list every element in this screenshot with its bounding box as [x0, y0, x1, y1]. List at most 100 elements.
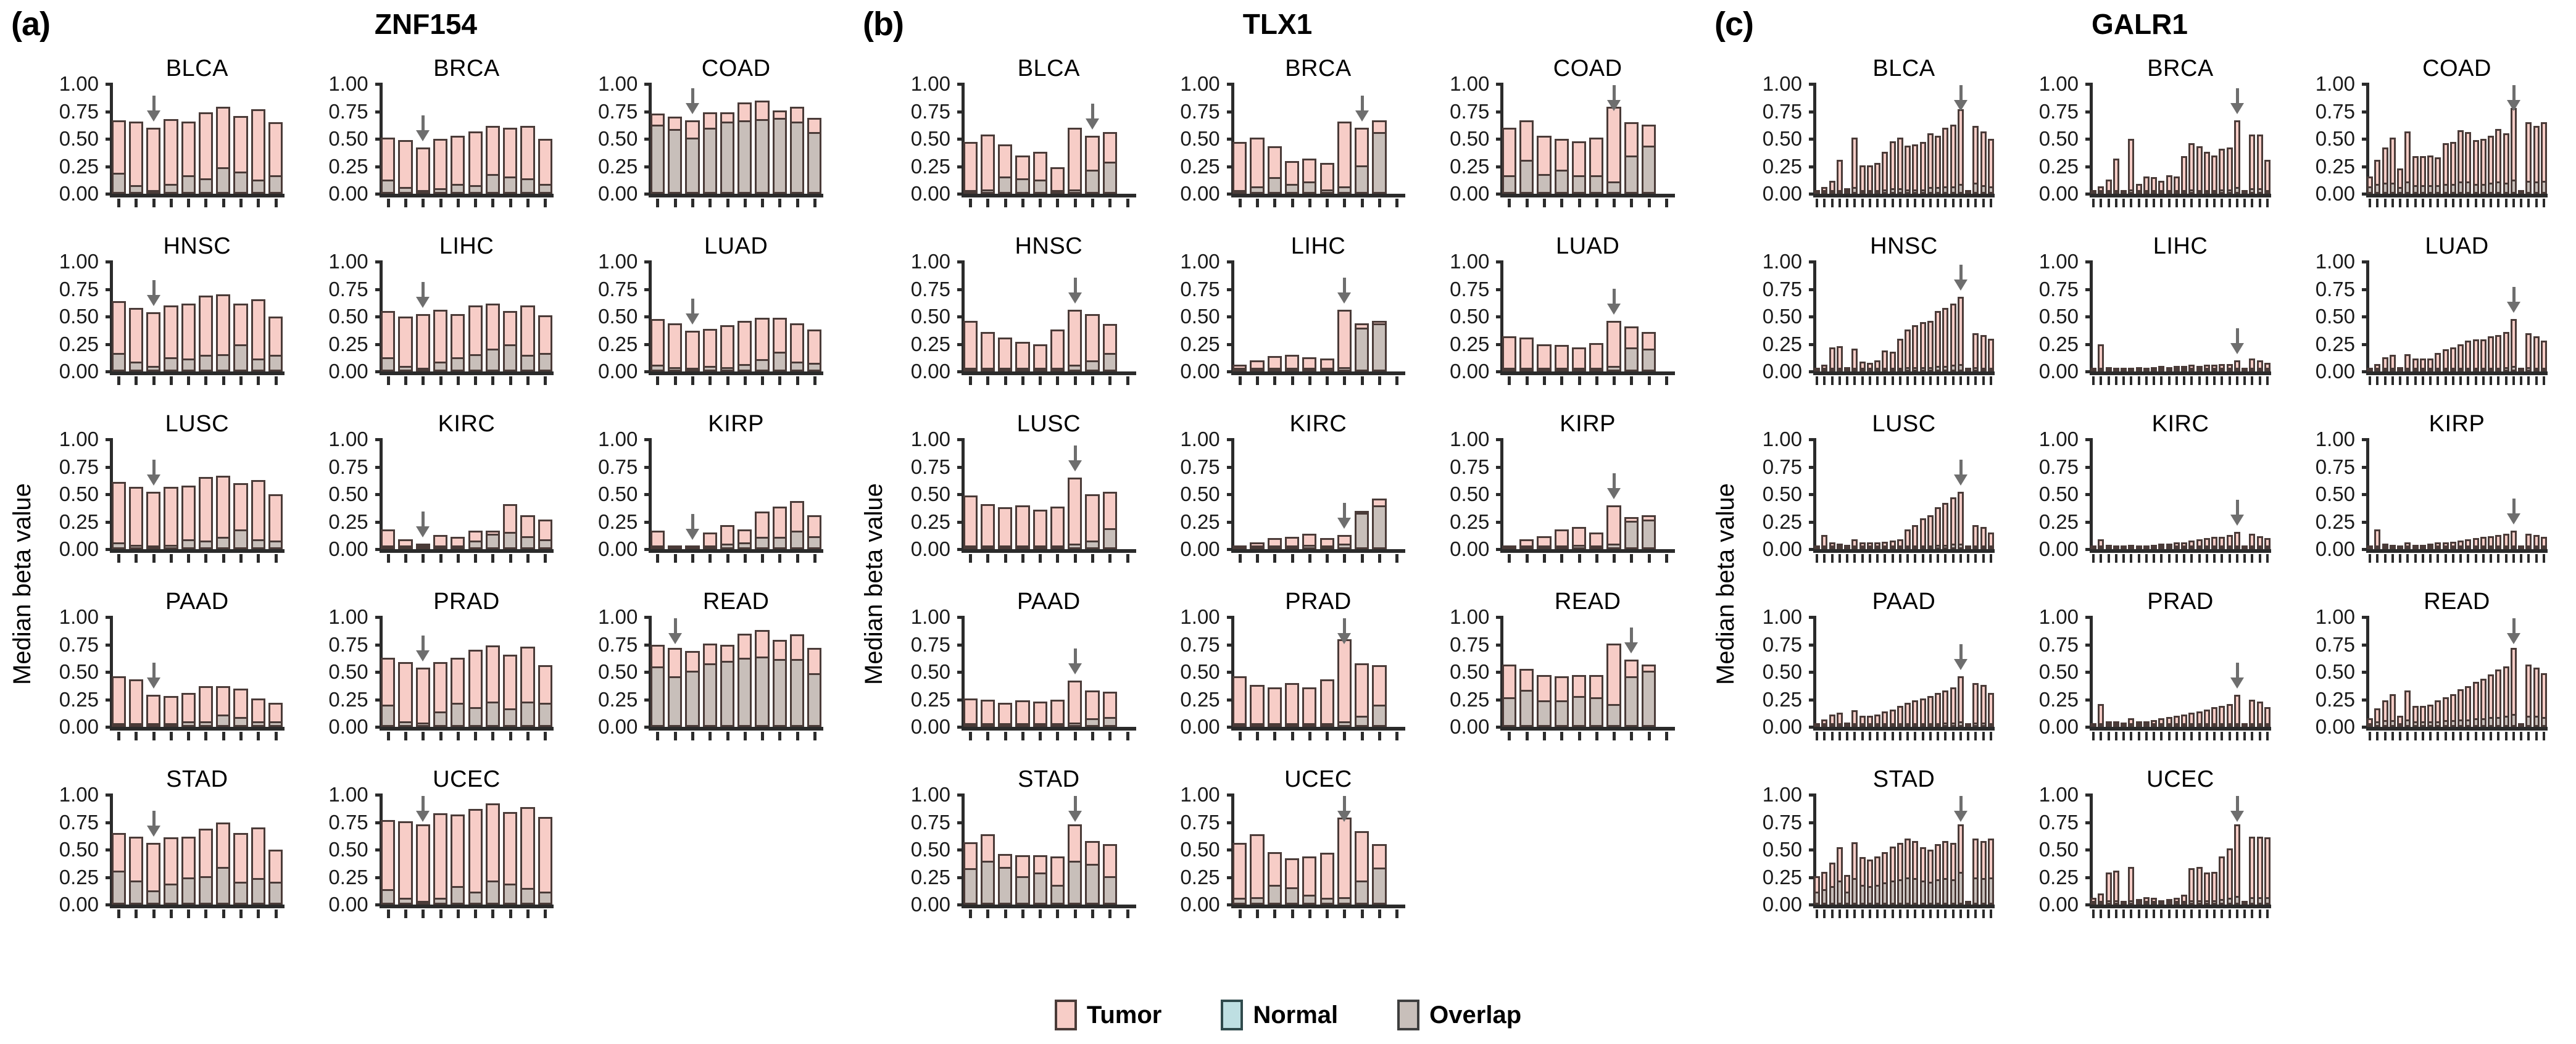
bar-segment-overlap: [538, 891, 552, 905]
x-tick: [1898, 554, 1901, 563]
x-tick: [2221, 199, 2224, 207]
bar-segment-overlap: [2412, 721, 2419, 727]
bar-segment-overlap: [2151, 545, 2158, 549]
bar: [2264, 362, 2271, 371]
bar: [2419, 156, 2426, 194]
bar-segment-overlap: [1372, 323, 1387, 371]
bar-segment-overlap: [2242, 368, 2248, 371]
bar-segment-overlap: [1814, 190, 1821, 194]
bar: [2242, 190, 2248, 194]
bar: [415, 314, 430, 371]
x-tick: [2221, 554, 2224, 563]
bar-segment-overlap: [1950, 365, 1956, 371]
y-tick-label: 0.75: [2038, 455, 2079, 478]
x-tick: [2092, 554, 2095, 563]
bar: [468, 809, 483, 905]
bar-segment-overlap: [216, 537, 231, 549]
legend-label-overlap: Overlap: [1429, 1001, 1522, 1029]
x-tick: [491, 554, 495, 563]
bar: [1897, 539, 1903, 549]
y-tick-label: 1.00: [1180, 783, 1220, 806]
x-tick: [404, 376, 408, 385]
x-tick: [1326, 732, 1329, 740]
bar-segment-overlap: [1068, 544, 1082, 549]
bar-segment-overlap: [1285, 545, 1300, 549]
bar-segment-overlap: [2242, 901, 2248, 905]
x-tick: [813, 199, 816, 207]
x-tick: [2421, 554, 2424, 563]
bar-segment-overlap: [2458, 545, 2464, 549]
y-tick-label: 0.50: [910, 127, 950, 150]
bar-segment-overlap: [2181, 190, 2188, 194]
y-tick-label: 0.25: [59, 510, 99, 533]
bar: [2404, 542, 2411, 549]
bar-segment-overlap: [998, 176, 1013, 194]
bar-segment-overlap: [485, 880, 500, 905]
bar: [2143, 545, 2150, 549]
bar: [1897, 138, 1903, 194]
bar: [2367, 545, 2374, 549]
bar: [720, 325, 735, 371]
x-tick: [1056, 199, 1060, 207]
bar-segment-overlap: [1905, 367, 1911, 371]
bar-segment-overlap: [251, 179, 265, 194]
x-tick: [187, 732, 191, 740]
bar-segment-tumor: [1285, 682, 1300, 727]
panel-tag: (b): [863, 6, 904, 43]
bar-group: [110, 795, 285, 905]
bar: [2121, 722, 2127, 727]
x-tick: [1630, 199, 1634, 207]
bar-segment-overlap: [2533, 368, 2540, 371]
subpanel-title: LIHC: [439, 233, 494, 259]
x-tick: [1967, 909, 1970, 918]
bar-segment-overlap: [2098, 723, 2104, 727]
y-tick: [1226, 110, 1234, 114]
x-tick: [1343, 732, 1347, 740]
bar-segment-overlap: [2158, 901, 2165, 905]
y-tick: [106, 260, 113, 263]
x-tick: [2235, 909, 2238, 918]
bar-segment-overlap: [2181, 368, 2188, 371]
bar: [1882, 711, 1888, 727]
y-tick-label: 0.00: [598, 715, 638, 738]
bar-segment-overlap: [1032, 723, 1047, 727]
bar: [2458, 689, 2464, 727]
x-tick: [2205, 732, 2208, 740]
bar: [181, 121, 196, 194]
x-tick: [1021, 909, 1024, 918]
bar-segment-overlap: [1889, 188, 1896, 194]
x-tick: [1039, 199, 1042, 207]
y-tick-label: 0.00: [910, 182, 950, 205]
y-tick-label: 0.75: [1762, 455, 1802, 478]
bar: [2525, 664, 2532, 727]
bar-segment-overlap: [1874, 723, 1881, 727]
y-tick-label: 1.00: [1762, 250, 1802, 273]
x-tick: [2100, 376, 2103, 385]
bar: [398, 139, 413, 194]
bar: [2518, 723, 2525, 727]
bar-segment-overlap: [1319, 368, 1334, 371]
y-tick: [106, 110, 113, 114]
bar-segment-overlap: [2525, 180, 2532, 194]
bar-segment-overlap: [2121, 545, 2127, 549]
bar: [1905, 702, 1911, 727]
x-tick: [2167, 909, 2171, 918]
bar: [2090, 368, 2097, 371]
y-tick-label: 1.00: [910, 605, 950, 628]
bar: [128, 836, 143, 905]
y-tick-label: 0.50: [1450, 660, 1490, 683]
bar-segment-tumor: [1957, 676, 1964, 727]
bar: [1537, 135, 1552, 194]
bar-segment-overlap: [1972, 877, 1979, 905]
x-tick: [1273, 554, 1277, 563]
bar: [2158, 718, 2165, 727]
bar-segment-tumor: [2211, 155, 2218, 194]
x-tick: [1273, 732, 1277, 740]
bar-segment-overlap: [1972, 722, 1979, 727]
